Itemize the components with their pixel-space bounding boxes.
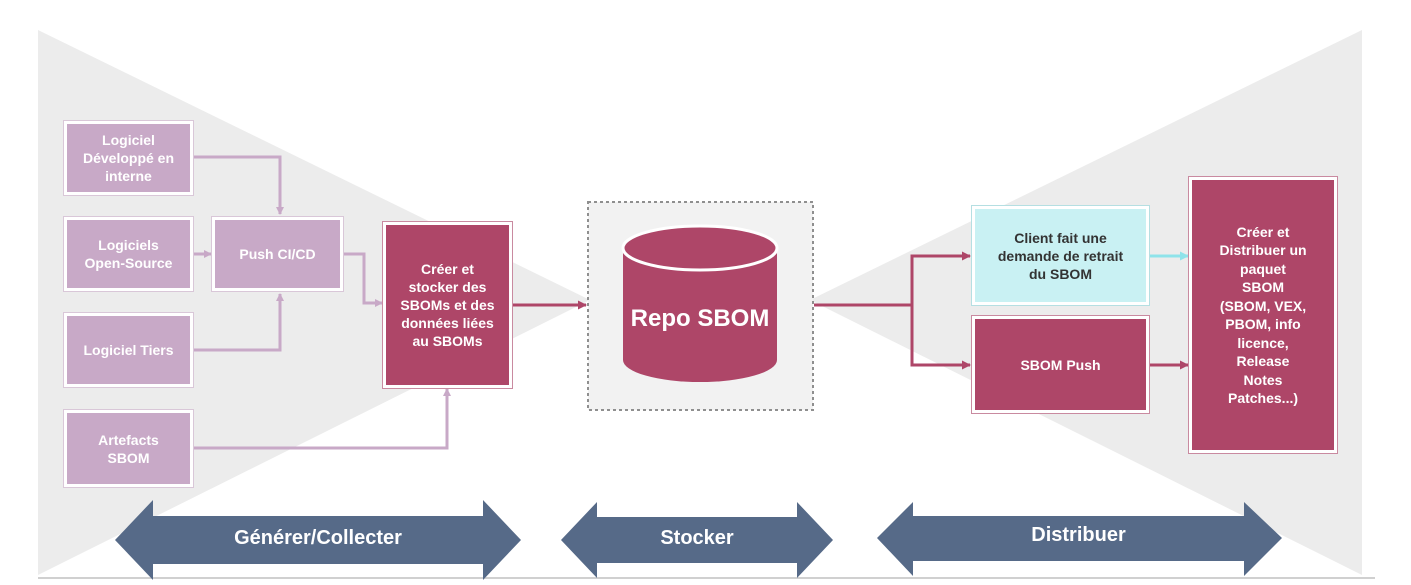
create-store-sbom-box: Créer et stocker des SBOMs et des donnée…: [383, 222, 512, 388]
arrow-repo-to-push: [910, 305, 971, 370]
phase-arrow-generate: [115, 500, 521, 580]
arrow-tiers-to-push: [192, 293, 284, 352]
database-icon: [621, 224, 779, 382]
arrow-internal-to-push: [192, 155, 284, 215]
source-open-source-software: Logiciels Open-Source: [64, 217, 193, 291]
source-third-party-software: Logiciel Tiers: [64, 313, 193, 387]
client-request-box: Client fait une demande de retrait du SB…: [972, 206, 1149, 305]
sbom-package-box: Créer et Distribuer un paquet SBOM (SBOM…: [1189, 177, 1337, 453]
sbom-push-box: SBOM Push: [972, 316, 1149, 413]
phase-arrow-store: [561, 502, 833, 578]
push-cicd-box: Push CI/CD: [212, 217, 343, 291]
repo-sbom-label: Repo SBOM: [630, 305, 770, 332]
arrow-repo-to-client: [814, 251, 971, 307]
phase-store-label: Stocker: [660, 527, 734, 549]
source-internal-software: Logiciel Développé en interne: [64, 121, 193, 195]
phase-arrow-distribute: [877, 502, 1282, 576]
arrow-push-to-create: [344, 252, 383, 307]
arrow-artefacts-to-create: [192, 388, 451, 450]
phase-distribute-label: Distribuer: [1031, 524, 1126, 546]
phase-generate-label: Générer/Collecter: [234, 527, 402, 549]
source-sbom-artefacts: Artefacts SBOM: [64, 410, 193, 487]
